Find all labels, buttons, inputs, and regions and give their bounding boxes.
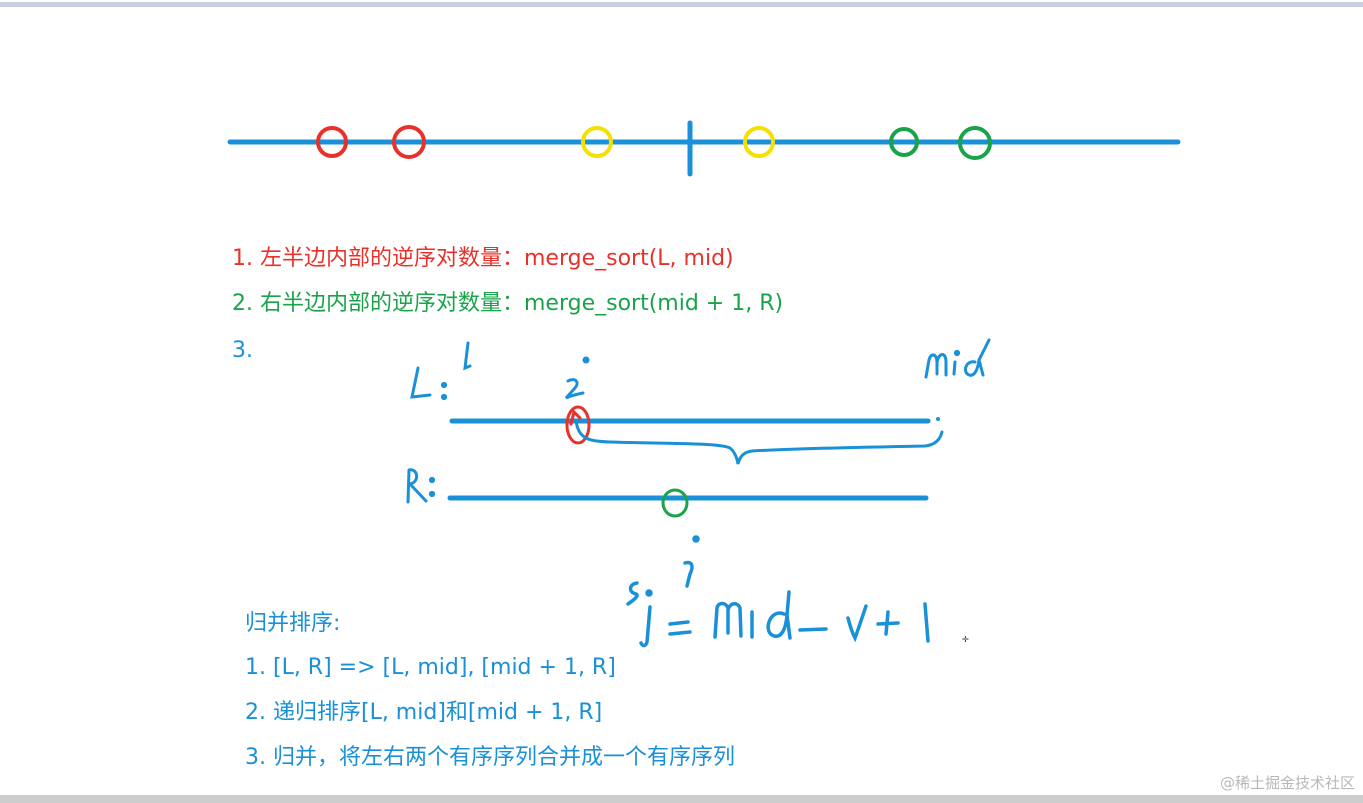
- merge-sort-step-1: 1. [L, R] => [L, mid], [mid + 1, R]: [245, 655, 616, 680]
- one: [923, 602, 930, 643]
- red-circle-1: [316, 126, 348, 158]
- j-letter: [639, 605, 652, 648]
- i3-letter: [846, 604, 868, 643]
- R-letter: [406, 468, 428, 504]
- j-green-circle: [661, 488, 689, 518]
- formula-strokes: [626, 535, 930, 648]
- right-segment: [447, 488, 929, 518]
- l-letter: [463, 341, 472, 371]
- left-segment: [449, 405, 944, 465]
- j-above: [683, 560, 694, 588]
- curly-brace: [574, 418, 944, 465]
- top-border-bar: [0, 2, 1363, 7]
- mid-m: [924, 353, 948, 379]
- move-cursor-icon: ✛: [962, 632, 969, 645]
- s-letter: [626, 581, 639, 606]
- point-3-cross-inversions: 3.: [232, 338, 253, 363]
- point-1-left-inversions: 1. 左半边内部的逆序对数量：merge_sort(L, mid): [232, 246, 734, 271]
- equals: [668, 620, 692, 636]
- red-circle-2: [392, 125, 426, 159]
- merge-sort-step-3: 3. 归并，将左右两个有序序列合并成一个有序序列: [245, 745, 735, 770]
- L-letter: [410, 366, 432, 399]
- m-letter: [713, 601, 743, 639]
- number-line: [227, 120, 1181, 177]
- merge-sort-step-2: 2. 递归排序[L, mid]和[mid + 1, R]: [245, 700, 603, 725]
- green-circle-1: [889, 127, 919, 157]
- arrow-tick: [569, 409, 582, 426]
- minus: [798, 627, 828, 632]
- plus: [876, 610, 900, 636]
- yellow-circle-1: [581, 126, 613, 158]
- yellow-circle-2: [743, 126, 775, 158]
- mid-d: [963, 338, 991, 377]
- watermark: @稀土掘金技术社区: [1219, 774, 1355, 792]
- mid-i: [952, 360, 957, 376]
- i-letter: [564, 378, 585, 400]
- handwritten-labels: [406, 338, 991, 504]
- merge-sort-title: 归并排序:: [245, 611, 341, 636]
- point-2-right-inversions: 2. 右半边内部的逆序对数量：merge_sort(mid + 1, R): [232, 291, 784, 316]
- i-red-circle: [565, 405, 591, 445]
- d-letter: [766, 590, 792, 640]
- bottom-scrollbar-track[interactable]: [0, 795, 1363, 803]
- green-circle-2: [958, 126, 992, 160]
